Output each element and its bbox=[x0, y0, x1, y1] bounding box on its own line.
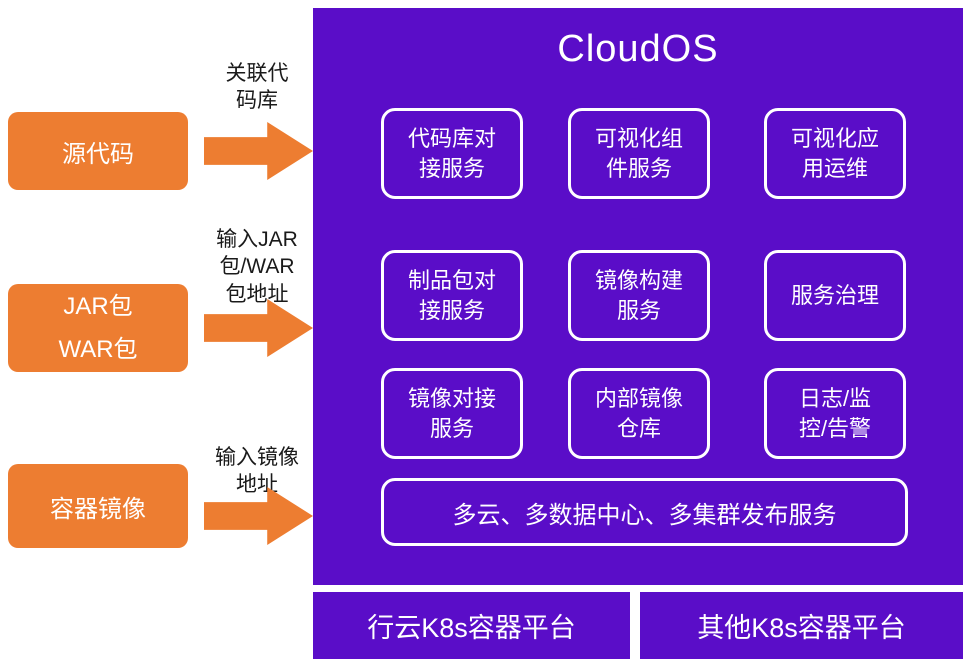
service-box-internal-registry: 内部镜像 仓库 bbox=[568, 368, 710, 459]
input-box-jar-war: JAR包 WAR包 bbox=[8, 284, 188, 372]
service-box-artifact-integration: 制品包对 接服务 bbox=[381, 250, 523, 341]
panel-title: CloudOS bbox=[557, 28, 719, 70]
service-box-service-governance: 服务治理 bbox=[764, 250, 906, 341]
service-box-visual-components: 可视化组 件服务 bbox=[568, 108, 710, 199]
platform-bar-xingyun-k8s: 行云K8s容器平台 bbox=[313, 592, 630, 659]
service-box-image-build: 镜像构建 服务 bbox=[568, 250, 710, 341]
platform-bar-other-k8s: 其他K8s容器平台 bbox=[640, 592, 963, 659]
service-box-multicloud-release: 多云、多数据中心、多集群发布服务 bbox=[381, 478, 908, 546]
arrow-right-icon bbox=[204, 122, 313, 180]
arrow-label-link-repo: 关联代 码库 bbox=[225, 62, 289, 113]
service-box-visual-app-ops: 可视化应 用运维 bbox=[764, 108, 906, 199]
arrow-label-jar-war-address: 输入JAR 包/WAR 包地址 bbox=[216, 228, 298, 306]
input-box-container-image: 容器镜像 bbox=[8, 464, 188, 548]
arrow-label-image-address: 输入镜像 地址 bbox=[215, 446, 299, 497]
service-box-log-monitor-alert: 日志/监 控/告警 bbox=[764, 368, 906, 459]
service-box-image-integration: 镜像对接 服务 bbox=[381, 368, 523, 459]
service-box-code-repo-integration: 代码库对 接服务 bbox=[381, 108, 523, 199]
cloudos-panel: CloudOS 代码库对 接服务 可视化组 件服务 可视化应 用运维 制品包对 … bbox=[313, 8, 963, 585]
input-box-source-code: 源代码 bbox=[8, 112, 188, 190]
